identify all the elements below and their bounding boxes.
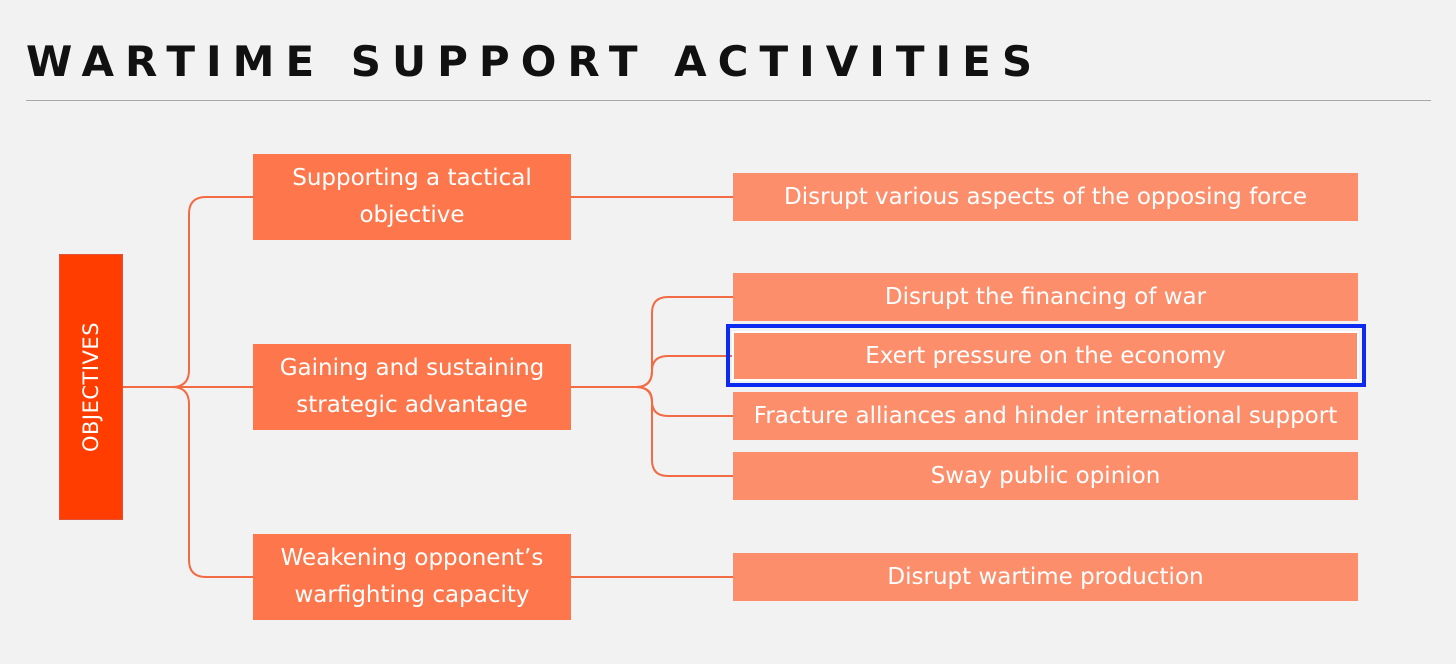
activity-node-exert-pressure-economy[interactable]: Exert pressure on the economy	[732, 331, 1359, 381]
objective-node-strategic: Gaining and sustaining strategic advanta…	[253, 344, 571, 430]
connector-objective-2-to-activity-2	[635, 355, 733, 388]
objective-node-label: Supporting a tactical objective	[292, 165, 532, 228]
title-divider	[26, 100, 1431, 101]
activity-node-disrupt-wartime-production: Disrupt wartime production	[733, 553, 1358, 601]
activity-node-label: Disrupt the financing of war	[884, 284, 1207, 310]
connector-objective-2-to-activity-4	[635, 386, 733, 477]
connector-objective-2-to-activity-3	[635, 386, 733, 417]
activity-node-label: Disrupt various aspects of the opposing …	[784, 184, 1307, 210]
connector-objective-2-to-activity-1	[635, 296, 733, 388]
selection-highlight	[726, 324, 1366, 387]
objective-node-label: Weakening opponent’s warfighting capacit…	[280, 545, 544, 608]
activity-node-fracture-alliances: Fracture alliances and hinder internatio…	[733, 392, 1358, 440]
activity-node-disrupt-financing: Disrupt the financing of war	[733, 273, 1358, 321]
root-node-objectives: OBJECTIVES	[59, 254, 123, 520]
page-title: WARTIME SUPPORT ACTIVITIES	[26, 37, 1044, 86]
objective-node-tactical: Supporting a tactical objective	[253, 154, 571, 240]
objective-node-label: Gaining and sustaining strategic advanta…	[279, 355, 545, 418]
connector-root-to-objective-3	[171, 386, 253, 578]
connector-root-to-objective-1	[171, 196, 253, 388]
activity-node-disrupt-opposing-force: Disrupt various aspects of the opposing …	[733, 173, 1358, 221]
root-node-label: OBJECTIVES	[79, 321, 104, 453]
objective-node-warfighting: Weakening opponent’s warfighting capacit…	[253, 534, 571, 620]
activity-node-label: Disrupt wartime production	[887, 564, 1204, 590]
activity-node-label: Exert pressure on the economy	[865, 343, 1226, 369]
activity-node-label: Sway public opinion	[930, 463, 1161, 489]
activity-node-sway-public-opinion: Sway public opinion	[733, 452, 1358, 500]
activity-node-label: Fracture alliances and hinder internatio…	[753, 403, 1338, 429]
